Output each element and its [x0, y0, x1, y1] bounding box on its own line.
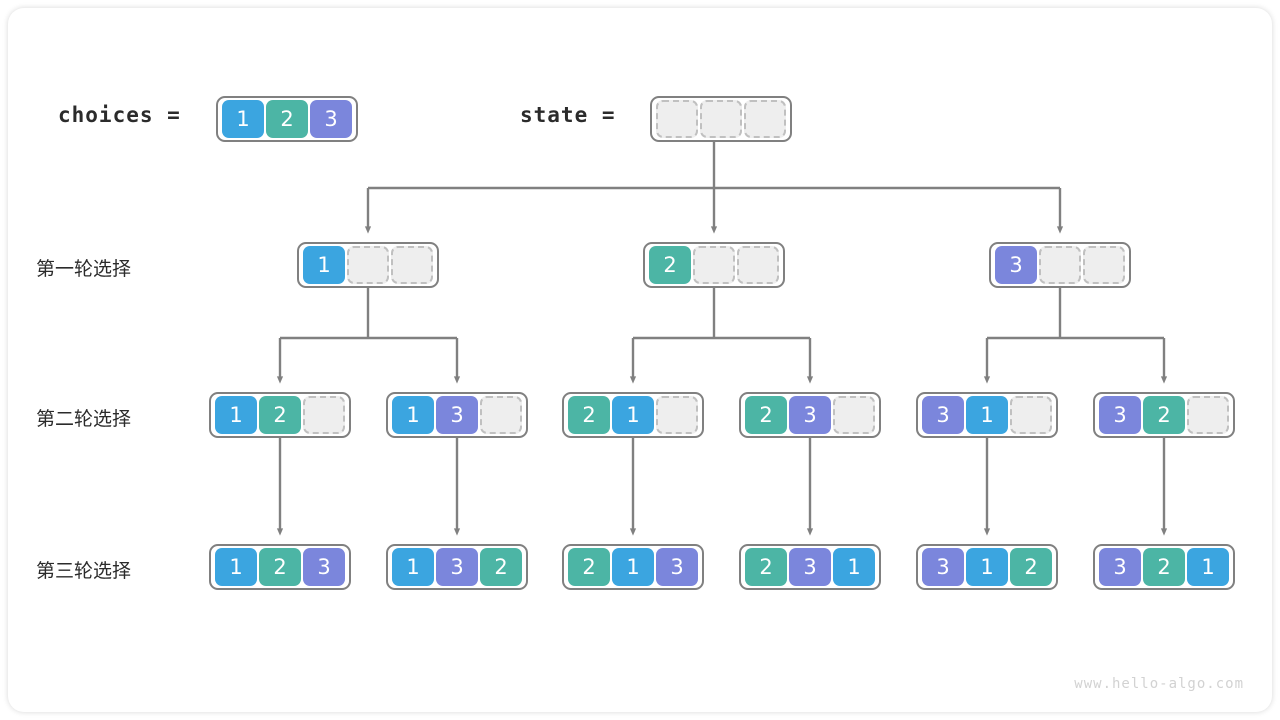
r3n6-cell-2: 1 [1187, 548, 1229, 586]
r2n4-cell-0: 2 [745, 396, 787, 434]
state-cell-0 [656, 100, 698, 138]
r1n1-cell-0: 1 [303, 246, 345, 284]
r2n1-cell-0: 1 [215, 396, 257, 434]
r3n1-cell-0: 1 [215, 548, 257, 586]
r3n3-cell-1: 1 [612, 548, 654, 586]
r3n6-cell-1: 2 [1143, 548, 1185, 586]
r2n6-cell-0: 3 [1099, 396, 1141, 434]
r3n1-cell-1: 2 [259, 548, 301, 586]
r3n4-cell-2: 1 [833, 548, 875, 586]
r2n2-cell-1: 3 [436, 396, 478, 434]
r2n5-cell-1: 1 [966, 396, 1008, 434]
choices-cell-2: 3 [310, 100, 352, 138]
row-label-round-2: 第二轮选择 [36, 408, 132, 430]
r2n1-cell-2 [303, 396, 345, 434]
r1n2-cell-0: 2 [649, 246, 691, 284]
r3n5-cell-0: 3 [922, 548, 964, 586]
r3n3-cell-0: 2 [568, 548, 610, 586]
r1n3-cell-2 [1083, 246, 1125, 284]
r3n2-cell-0: 1 [392, 548, 434, 586]
state-node-r1-1: 1 [297, 242, 439, 288]
r2n5-cell-2 [1010, 396, 1052, 434]
r3n3-cell-2: 3 [656, 548, 698, 586]
r3n6-cell-0: 3 [1099, 548, 1141, 586]
r3n1-cell-2: 3 [303, 548, 345, 586]
r3n4-cell-0: 2 [745, 548, 787, 586]
r3n2-cell-2: 2 [480, 548, 522, 586]
r2n4-cell-1: 3 [789, 396, 831, 434]
watermark: www.hello-algo.com [1074, 676, 1244, 692]
r1n1-cell-2 [391, 246, 433, 284]
r2n5-cell-0: 3 [922, 396, 964, 434]
state-cell-1 [700, 100, 742, 138]
r2n3-cell-1: 1 [612, 396, 654, 434]
r1n2-cell-1 [693, 246, 735, 284]
choices-label: choices = [58, 103, 181, 127]
r2n3-cell-0: 2 [568, 396, 610, 434]
r1n3-cell-0: 3 [995, 246, 1037, 284]
r2n2-cell-2 [480, 396, 522, 434]
choices-cell-0: 1 [222, 100, 264, 138]
r2n2-cell-0: 1 [392, 396, 434, 434]
state-node-r1-2: 2 [643, 242, 785, 288]
state-label: state = [520, 103, 616, 127]
state-cell-2 [744, 100, 786, 138]
r2n4-cell-2 [833, 396, 875, 434]
r2n6-cell-1: 2 [1143, 396, 1185, 434]
r3n5-cell-2: 2 [1010, 548, 1052, 586]
tree-edges [276, 132, 1168, 536]
r2n1-cell-1: 2 [259, 396, 301, 434]
state-node-r1-3: 3 [989, 242, 1131, 288]
r3n4-cell-1: 3 [789, 548, 831, 586]
choices-cell-1: 2 [266, 100, 308, 138]
r1n2-cell-2 [737, 246, 779, 284]
r1n3-cell-1 [1039, 246, 1081, 284]
r1n1-cell-1 [347, 246, 389, 284]
r3n2-cell-1: 3 [436, 548, 478, 586]
r2n6-cell-2 [1187, 396, 1229, 434]
r3n5-cell-1: 1 [966, 548, 1008, 586]
row-label-round-1: 第一轮选择 [36, 258, 132, 280]
state-array [650, 96, 792, 142]
row-label-round-3: 第三轮选择 [36, 560, 132, 582]
r2n3-cell-2 [656, 396, 698, 434]
